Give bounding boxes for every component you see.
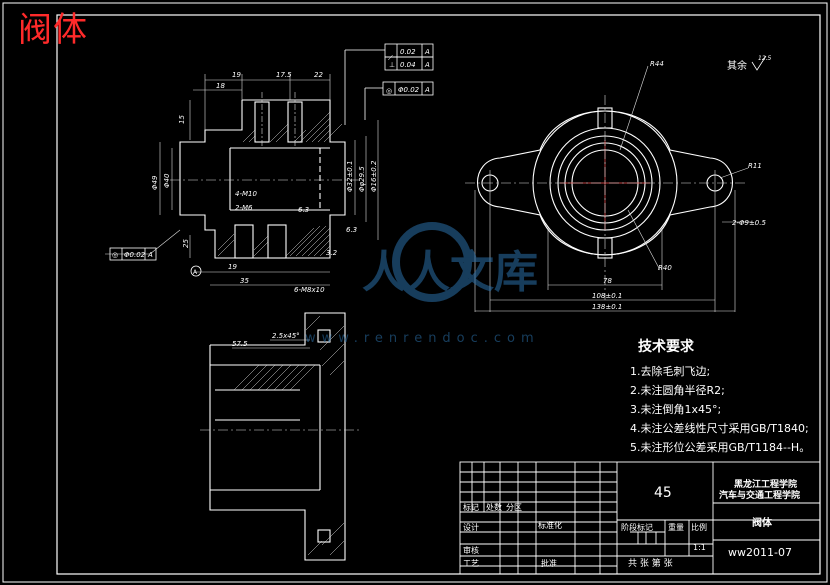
svg-text:其余: 其余 (727, 59, 747, 72)
requirement-item: 2.未注圆角半径R2; (630, 384, 725, 397)
watermark: 人人文库 www.renrendoc.com (305, 222, 540, 346)
svg-text:R40: R40 (658, 264, 672, 272)
svg-text:2.5x45°: 2.5x45° (272, 332, 300, 340)
svg-text:A: A (147, 251, 153, 259)
svg-text:◎: ◎ (112, 251, 118, 259)
svg-text:19: 19 (232, 71, 241, 79)
svg-text:共 张 第 张: 共 张 第 张 (628, 557, 673, 569)
drawing-number: ww2011-07 (728, 546, 792, 559)
top-view-dimensions (465, 65, 752, 312)
svg-text:78: 78 (603, 277, 612, 285)
svg-text:108±0.1: 108±0.1 (592, 292, 622, 300)
svg-text:设计: 设计 (463, 522, 479, 532)
svg-text:18: 18 (216, 82, 225, 90)
page-title: 阀体 (18, 10, 88, 50)
svg-text:Φφ29.5: Φφ29.5 (358, 166, 366, 192)
svg-text:⟋: ⟋ (388, 54, 393, 62)
svg-text:17.5: 17.5 (276, 71, 292, 79)
svg-text:A: A (424, 86, 430, 94)
front-view-hatching (217, 111, 343, 257)
front-section-view (179, 99, 346, 259)
side-view-dimensions (200, 339, 360, 431)
svg-text:R11: R11 (748, 162, 762, 170)
svg-text:工艺: 工艺 (463, 559, 479, 568)
svg-text:4-M10: 4-M10 (235, 190, 257, 198)
svg-text:标准化: 标准化 (538, 520, 562, 530)
svg-text:2-Φ9±0.5: 2-Φ9±0.5 (732, 219, 766, 227)
side-view-hatching (233, 315, 345, 556)
svg-text:138±0.1: 138±0.1 (592, 303, 622, 311)
gd-and-t-frames (109, 43, 434, 277)
svg-text:比例: 比例 (691, 522, 707, 532)
svg-text:57.5: 57.5 (232, 340, 248, 348)
svg-text:25: 25 (182, 239, 190, 248)
svg-text:批准: 批准 (541, 558, 557, 568)
front-view-dimensions (105, 74, 379, 286)
svg-text:12.5: 12.5 (758, 55, 772, 62)
part-name: 阀体 (752, 516, 773, 529)
svg-text:0.04: 0.04 (400, 61, 416, 69)
side-section-view (209, 312, 346, 561)
svg-text:15: 15 (178, 115, 186, 124)
svg-text:Φ40: Φ40 (163, 173, 171, 188)
requirement-item: 5.未注形位公差采用GB/T1184--H。 (630, 441, 811, 454)
svg-text:Φ16±0.2: Φ16±0.2 (370, 160, 378, 192)
svg-text:人人文库: 人人文库 (362, 247, 538, 298)
school-line-2: 汽车与交通工程学院 (719, 489, 800, 501)
front-dim-text: 19 17.5 22 18 15 Φ49 Φ40 25 19 35 Φ32±0.… (112, 48, 430, 294)
requirements-heading: 技术要求 (638, 339, 694, 355)
scale-value: 1:1 (693, 543, 706, 552)
svg-text:2-M6: 2-M6 (235, 204, 253, 212)
svg-text:⊥: ⊥ (389, 61, 395, 69)
svg-text:Φ32±0.1: Φ32±0.1 (346, 161, 354, 192)
title-block-text: 45 黑龙江工程学院 汽车与交通工程学院 阀体 ww2011-07 1:1 标记… (463, 478, 800, 569)
other-roughness-note: 其余 12.5 (727, 55, 772, 72)
title-block-grid (459, 461, 821, 575)
drawing-border-inner (56, 14, 821, 575)
svg-text:www.renrendoc.com: www.renrendoc.com (305, 331, 540, 346)
school-line-1: 黑龙江工程学院 (734, 478, 797, 490)
svg-text:Φ0.02: Φ0.02 (124, 251, 146, 259)
svg-text:阶段标记: 阶段标记 (621, 522, 653, 532)
technical-requirements: 技术要求 1.去除毛刺飞边; 2.未注圆角半径R2; 3.未注倒角1x45°; … (630, 336, 810, 457)
side-dim-text: 57.5 2.5x45° (232, 332, 300, 348)
svg-text:标记: 标记 (463, 502, 479, 512)
svg-text:R44: R44 (650, 60, 664, 68)
svg-text:分区: 分区 (506, 503, 522, 512)
svg-text:35: 35 (240, 277, 249, 285)
svg-text:6.3: 6.3 (298, 206, 309, 214)
svg-text:6.3: 6.3 (346, 226, 357, 234)
svg-text:A: A (424, 48, 430, 56)
material-label: 45 (654, 485, 672, 501)
svg-text:0.02: 0.02 (400, 48, 416, 56)
svg-text:审核: 审核 (463, 545, 479, 555)
svg-text:22: 22 (314, 71, 323, 79)
svg-text:19: 19 (228, 263, 237, 271)
svg-text:Φ0.02: Φ0.02 (398, 86, 420, 94)
svg-text:Φ49: Φ49 (151, 175, 159, 190)
top-dim-text: R44 R11 R40 78 108±0.1 138±0.1 2-Φ9±0.5 (592, 60, 766, 311)
svg-text:3.2: 3.2 (326, 249, 338, 257)
svg-text:6-M8x10: 6-M8x10 (294, 286, 325, 294)
svg-text:处数: 处数 (486, 502, 502, 512)
svg-text:重量: 重量 (668, 522, 684, 532)
requirement-item: 1.去除毛刺飞边; (630, 365, 711, 378)
svg-text:◎: ◎ (386, 87, 392, 95)
requirement-item: 3.未注倒角1x45°; (630, 403, 722, 416)
svg-text:A: A (193, 269, 198, 276)
svg-text:A: A (424, 61, 430, 69)
requirement-item: 4.未注公差线性尺寸采用GB/T1840; (630, 422, 809, 435)
